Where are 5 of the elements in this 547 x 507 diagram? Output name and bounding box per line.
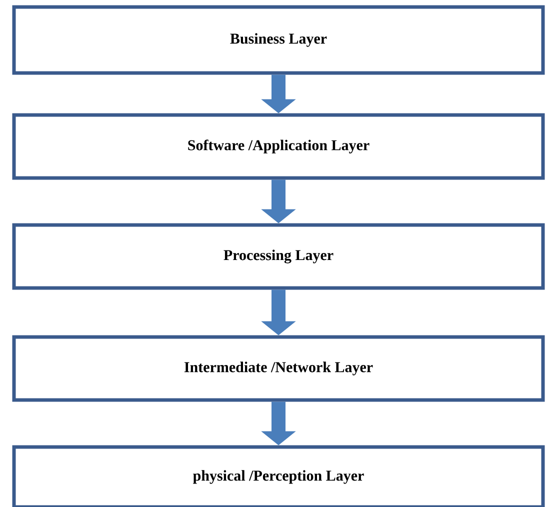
layer-box: Software /Application Layer bbox=[12, 113, 545, 180]
layer-box: physical /Perception Layer bbox=[12, 445, 545, 507]
layer-box: Processing Layer bbox=[12, 223, 545, 290]
layer-box: Intermediate /Network Layer bbox=[12, 335, 545, 402]
layer-box: Business Layer bbox=[12, 5, 545, 75]
